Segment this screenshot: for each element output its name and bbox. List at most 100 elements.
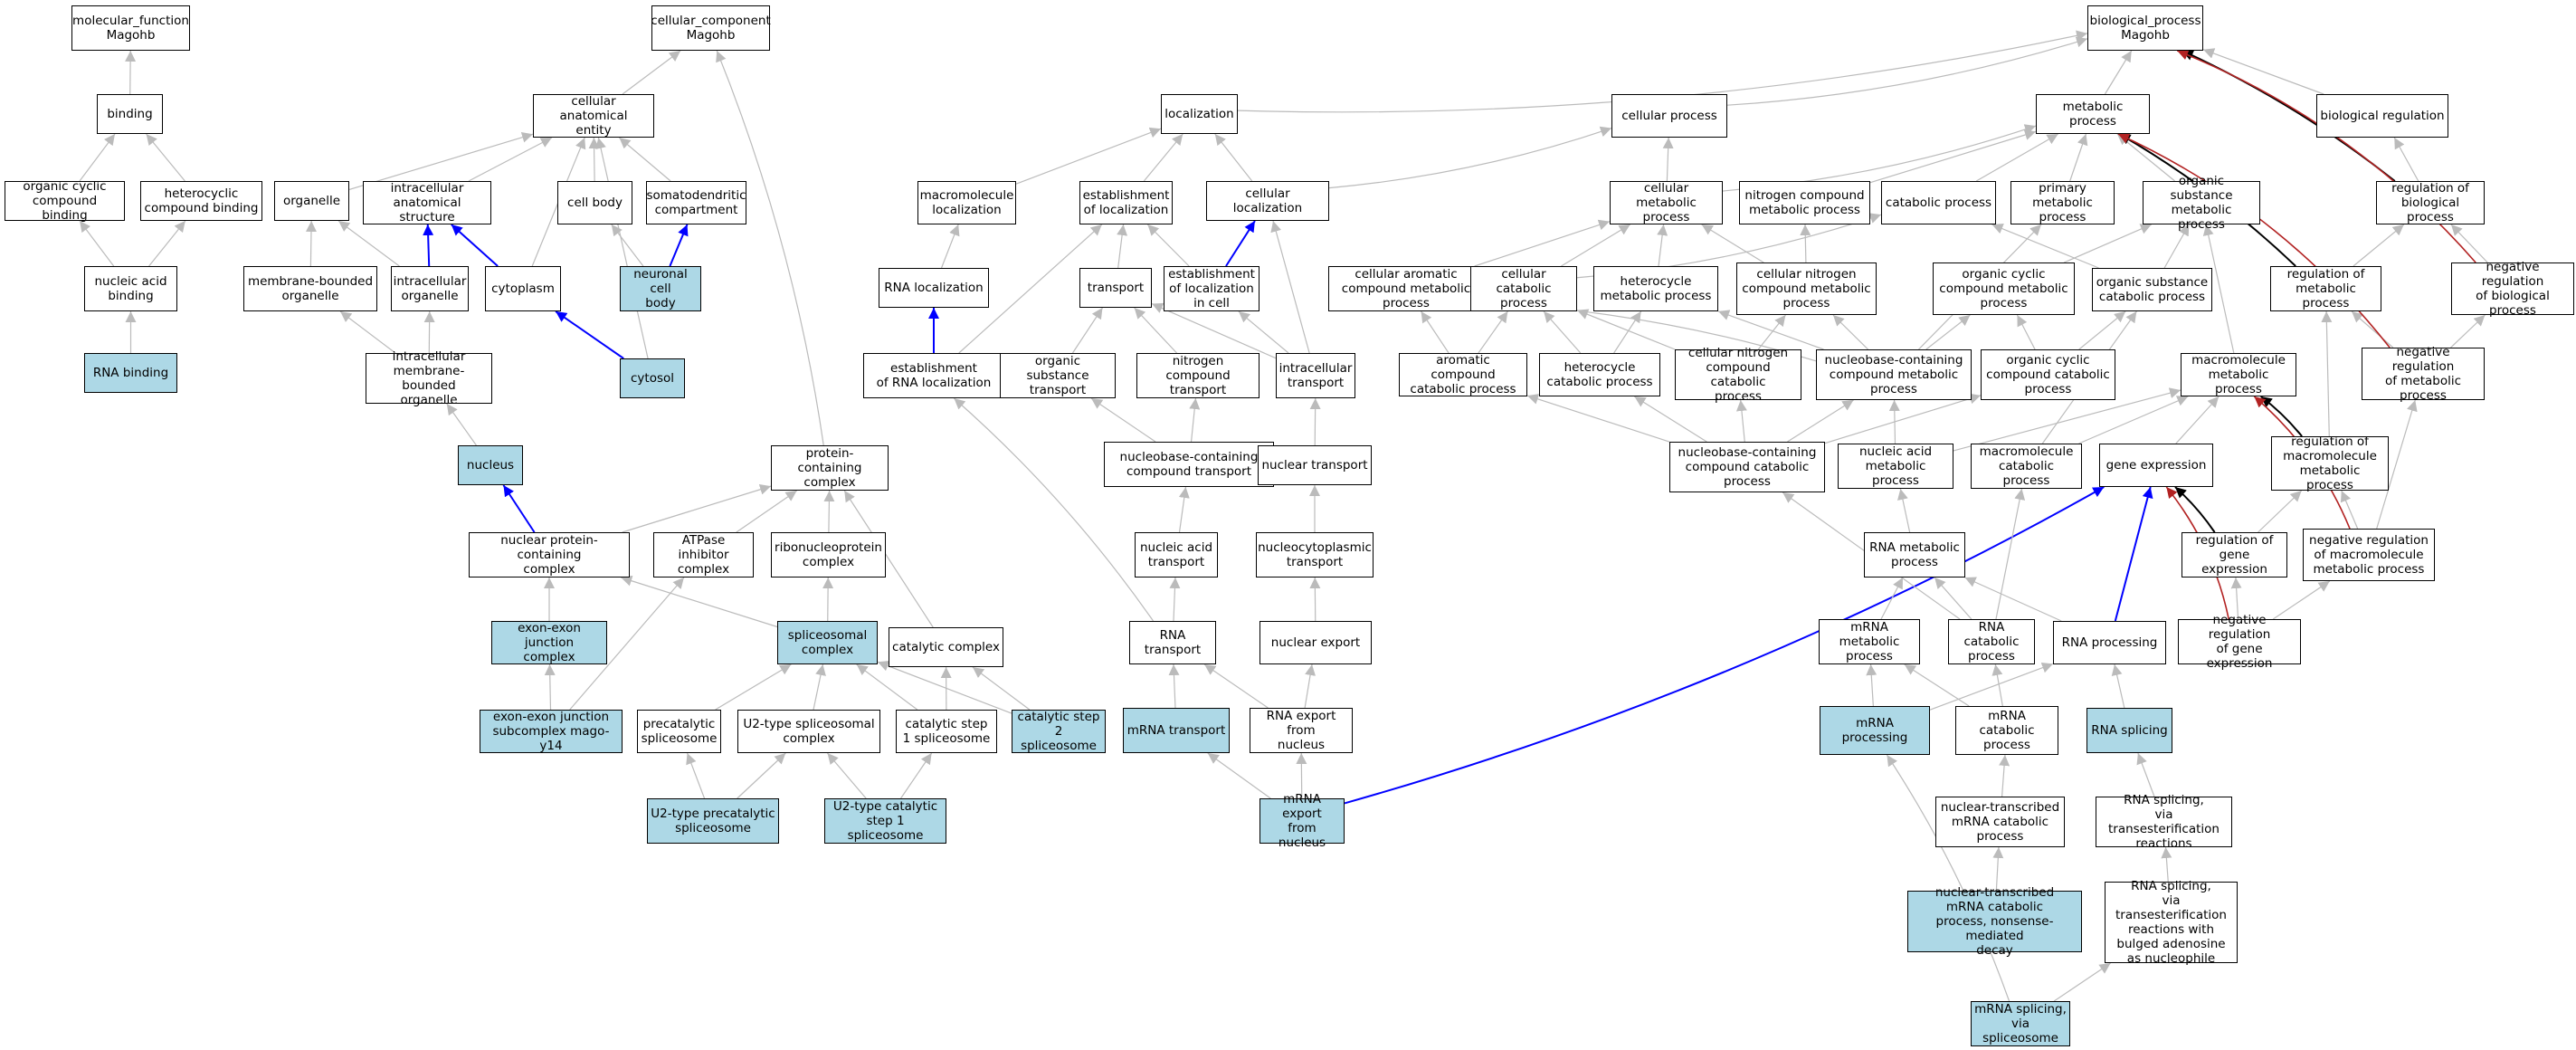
node-aromatic-catabolic[interactable]: aromatic compound catabolic process xyxy=(1399,353,1527,396)
node-nucleobase-metabolic[interactable]: nucleobase-containing compound metabolic… xyxy=(1816,349,1972,400)
node-cellular-catabolic-process[interactable]: cellular catabolic process xyxy=(1470,266,1577,311)
node-mrna-transport[interactable]: mRNA transport xyxy=(1123,708,1230,753)
node-somatodendritic-compartment[interactable]: somatodendritic compartment xyxy=(646,181,746,224)
node-atpase-inhibitor-complex[interactable]: ATPase inhibitor complex xyxy=(653,532,754,578)
node-nuclear-mrna-catabolic[interactable]: nuclear-transcribed mRNA catabolic proce… xyxy=(1935,797,2065,847)
node-nmd[interactable]: nuclear-transcribed mRNA catabolic proce… xyxy=(1907,885,2082,958)
node-organic-cyclic-catabolic[interactable]: organic cyclic compound catabolic proces… xyxy=(1981,349,2115,400)
node-mrna-processing[interactable]: mRNA processing xyxy=(1820,706,1930,755)
node-intracellular-organelle[interactable]: intracellular organelle xyxy=(391,266,469,311)
node-negative-regulation-macromolecule[interactable]: negative regulation of macromolecule met… xyxy=(2303,529,2435,581)
node-cellular-nitrogen-metabolic[interactable]: cellular nitrogen compound metabolic pro… xyxy=(1736,262,1877,315)
node-mrna-metabolic[interactable]: mRNA metabolic process xyxy=(1819,619,1920,664)
node-catabolic-process[interactable]: catabolic process xyxy=(1881,181,1996,224)
node-primary-metabolic-process[interactable]: primary metabolic process xyxy=(2010,181,2115,224)
node-rna-splicing-bulged[interactable]: RNA splicing, via transesterification re… xyxy=(2105,879,2238,966)
node-regulation-gene-expression[interactable]: regulation of gene expression xyxy=(2182,532,2287,578)
node-rna-localization[interactable]: RNA localization xyxy=(879,268,989,308)
node-cellular-metabolic-process[interactable]: cellular metabolic process xyxy=(1610,181,1723,224)
node-intracellular-anatomical-structure[interactable]: intracellular anatomical structure xyxy=(363,181,491,224)
node-catalytic-complex[interactable]: catalytic complex xyxy=(889,627,1003,667)
node-localization[interactable]: localization xyxy=(1161,94,1238,134)
node-regulation-macromolecule-metabolic[interactable]: regulation of macromolecule metabolic pr… xyxy=(2271,434,2389,492)
node-gene-expression[interactable]: gene expression xyxy=(2099,444,2213,487)
node-binding[interactable]: binding xyxy=(97,94,163,134)
node-nucleus[interactable]: nucleus xyxy=(458,445,523,485)
node-cellular-localization[interactable]: cellular localization xyxy=(1206,181,1329,221)
node-eej-subcomplex[interactable]: exon-exon junction subcomplex mago-y14 xyxy=(480,710,623,753)
node-nucleic-acid-transport[interactable]: nucleic acid transport xyxy=(1135,532,1218,578)
node-rna-export-from-nucleus[interactable]: RNA export from nucleus xyxy=(1250,708,1353,753)
node-catalytic-step2-spliceosome[interactable]: catalytic step 2 spliceosome xyxy=(1012,710,1106,753)
node-heterocycle-catabolic[interactable]: heterocycle catabolic process xyxy=(1539,353,1660,396)
node-membrane-bounded-organelle[interactable]: membrane-bounded organelle xyxy=(243,266,377,311)
node-spliceosomal-complex[interactable]: spliceosomal complex xyxy=(777,621,878,664)
node-biological-regulation[interactable]: biological regulation xyxy=(2316,94,2448,138)
node-rna-splicing[interactable]: RNA splicing xyxy=(2086,708,2172,753)
node-cytosol[interactable]: cytosol xyxy=(620,358,685,398)
node-neuronal-cell-body[interactable]: neuronal cell body xyxy=(620,266,701,311)
node-cellular-aromatic-metabolic[interactable]: cellular aromatic compound metabolic pro… xyxy=(1328,266,1484,311)
node-macromolecule-metabolic[interactable]: macromolecule metabolic process xyxy=(2181,353,2296,396)
node-u2-spliceosomal-complex[interactable]: U2-type spliceosomal complex xyxy=(737,710,880,753)
node-establishment-loc-in-cell[interactable]: establishment of localization in cell xyxy=(1164,266,1259,311)
node-u2-precatalytic-spliceosome[interactable]: U2-type precatalytic spliceosome xyxy=(647,798,779,844)
edge-is-a xyxy=(2450,314,2486,348)
node-regulation-of-metabolic-process[interactable]: regulation of metabolic process xyxy=(2270,266,2381,311)
node-heterocycle-metabolic[interactable]: heterocycle metabolic process xyxy=(1593,266,1718,311)
node-establishment-rna-localization[interactable]: establishment of RNA localization xyxy=(863,353,1004,398)
node-cellular-component[interactable]: cellular_component Magohb xyxy=(651,5,771,51)
node-transport[interactable]: transport xyxy=(1079,268,1152,308)
node-establishment-of-localization[interactable]: establishment of localization xyxy=(1079,181,1173,224)
node-u2-catalytic-step1[interactable]: U2-type catalytic step 1 spliceosome xyxy=(824,798,946,844)
node-cellular-anatomical-entity[interactable]: cellular anatomical entity xyxy=(533,94,654,138)
edge-is-a xyxy=(1178,486,1190,533)
node-metabolic-process[interactable]: metabolic process xyxy=(2036,94,2150,134)
node-rna-metabolic[interactable]: RNA metabolic process xyxy=(1864,532,1965,578)
node-nitrogen-compound-metabolic[interactable]: nitrogen compound metabolic process xyxy=(1739,181,1870,224)
node-organic-substance-catabolic[interactable]: organic substance catabolic process xyxy=(2092,268,2212,311)
node-mrna-catabolic[interactable]: mRNA catabolic process xyxy=(1955,706,2058,755)
node-nucleic-acid-metabolic[interactable]: nucleic acid metabolic process xyxy=(1838,444,1953,489)
node-negative-regulation-biological[interactable]: negative regulation of biological proces… xyxy=(2451,260,2574,318)
node-organic-cyclic-metabolic[interactable]: organic cyclic compound metabolic proces… xyxy=(1933,262,2075,315)
node-macromolecule-catabolic[interactable]: macromolecule catabolic process xyxy=(1971,444,2082,489)
node-organic-substance-metabolic[interactable]: organic substance metabolic process xyxy=(2143,174,2260,232)
node-nucleobase-compound-transport[interactable]: nucleobase-containing compound transport xyxy=(1104,442,1274,487)
node-nucleic-acid-binding[interactable]: nucleic acid binding xyxy=(84,266,177,311)
node-nitrogen-compound-transport[interactable]: nitrogen compound transport xyxy=(1136,353,1259,398)
node-macromolecule-localization[interactable]: macromolecule localization xyxy=(917,181,1016,224)
node-nuclear-transport[interactable]: nuclear transport xyxy=(1258,445,1372,485)
node-molecular-function[interactable]: molecular_function Magohb xyxy=(71,5,190,51)
node-intracellular-transport[interactable]: intracellular transport xyxy=(1276,353,1355,398)
node-rna-splicing-transesterification[interactable]: RNA splicing, via transesterification re… xyxy=(2096,793,2232,851)
node-cellular-nitrogen-catabolic[interactable]: cellular nitrogen compound catabolic pro… xyxy=(1675,346,1801,404)
node-heterocyclic-binding[interactable]: heterocyclic compound binding xyxy=(140,181,262,221)
node-catalytic-step1-spliceosome[interactable]: catalytic step 1 spliceosome xyxy=(896,710,997,753)
node-precatalytic-spliceosome[interactable]: precatalytic spliceosome xyxy=(637,710,721,753)
node-organic-cyclic-binding[interactable]: organic cyclic compound binding xyxy=(5,179,125,223)
node-cytoplasm[interactable]: cytoplasm xyxy=(485,266,561,311)
node-rna-transport[interactable]: RNA transport xyxy=(1129,621,1216,664)
node-nuclear-export[interactable]: nuclear export xyxy=(1259,621,1372,664)
node-rna-binding[interactable]: RNA binding xyxy=(84,353,177,393)
node-rna-catabolic[interactable]: RNA catabolic process xyxy=(1948,619,2035,664)
node-exon-exon-junction-complex[interactable]: exon-exon junction complex xyxy=(491,621,607,664)
node-biological-process[interactable]: biological_process Magohb xyxy=(2087,5,2203,51)
node-nucleocytoplasmic-transport[interactable]: nucleocytoplasmic transport xyxy=(1256,532,1374,578)
node-regulation-of-biological-process[interactable]: regulation of biological process xyxy=(2376,181,2485,224)
node-cellular-process[interactable]: cellular process xyxy=(1611,94,1727,138)
node-intracellular-mb-organelle[interactable]: intracellular membrane-bounded organelle xyxy=(366,349,492,407)
node-cell-body[interactable]: cell body xyxy=(557,181,632,224)
node-nucleobase-catabolic[interactable]: nucleobase-containing compound catabolic… xyxy=(1669,442,1825,492)
node-nuclear-protein-complex[interactable]: nuclear protein-containing complex xyxy=(469,532,630,578)
node-mrna-splicing-spliceosome[interactable]: mRNA splicing, via spliceosome xyxy=(1971,1001,2070,1046)
node-protein-containing-complex[interactable]: protein-containing complex xyxy=(771,445,889,491)
node-organic-substance-transport[interactable]: organic substance transport xyxy=(1000,353,1116,398)
node-mrna-export-from-nucleus[interactable]: mRNA export from nucleus xyxy=(1259,792,1345,850)
node-ribonucleoprotein-complex[interactable]: ribonucleoprotein complex xyxy=(771,532,886,578)
node-rna-processing[interactable]: RNA processing xyxy=(2053,621,2166,664)
node-negative-regulation-metabolic[interactable]: negative regulation of metabolic process xyxy=(2362,345,2485,403)
node-negative-regulation-gene-expression[interactable]: negative regulation of gene expression xyxy=(2178,613,2301,671)
node-organelle[interactable]: organelle xyxy=(274,181,349,221)
